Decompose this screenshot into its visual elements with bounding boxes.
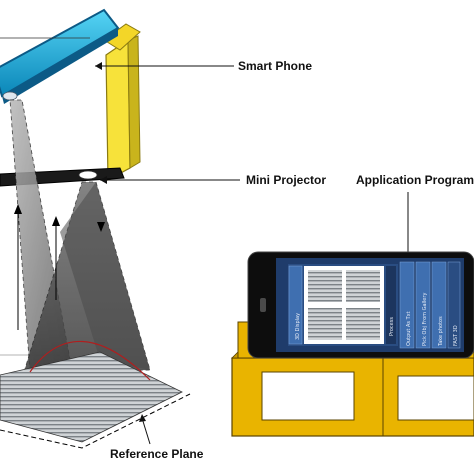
app-button-label: FAST 3D bbox=[453, 325, 459, 346]
leader-arrow-icon bbox=[100, 176, 107, 184]
app-button[interactable] bbox=[415, 261, 431, 349]
leader-arrow-icon bbox=[139, 414, 146, 422]
camera-lens-icon bbox=[2, 91, 18, 101]
reference-plane-label: Reference Plane bbox=[110, 447, 204, 461]
app-button-label: 3D Display bbox=[295, 313, 301, 340]
process-strip bbox=[386, 266, 396, 344]
fringe-surface bbox=[0, 351, 183, 443]
smartphone-body bbox=[0, 8, 120, 98]
app-button-label: Pick Obj From Gallery bbox=[422, 293, 428, 346]
application-program-label: Application Program bbox=[356, 173, 474, 187]
stand-window-right bbox=[397, 375, 474, 421]
ray-arrow-down-icon bbox=[97, 222, 105, 232]
bracket-top bbox=[103, 23, 141, 51]
fringe-thumbnail bbox=[308, 270, 342, 302]
mini-projector-label: Mini Projector bbox=[246, 173, 327, 187]
reference-plane-leader bbox=[141, 417, 151, 445]
app-button-label: Take photos bbox=[438, 316, 444, 347]
smart-phone-label: Smart Phone bbox=[238, 59, 313, 73]
object-profile bbox=[29, 340, 151, 381]
fringe-thumbnail bbox=[308, 308, 342, 340]
phone-home-icon bbox=[260, 298, 266, 312]
smartphone-edge bbox=[2, 28, 118, 104]
leader-arrow-icon bbox=[95, 62, 102, 70]
app-button-label: Output As Txt bbox=[406, 311, 412, 346]
app-button[interactable] bbox=[288, 265, 303, 345]
bracket-upright bbox=[105, 38, 131, 182]
stand-window-left bbox=[261, 371, 355, 421]
fringe-thumbnail bbox=[346, 308, 380, 340]
app-button[interactable] bbox=[447, 261, 461, 349]
app-process-label: Process bbox=[389, 317, 395, 336]
beam-shadow bbox=[60, 182, 150, 370]
bracket-side bbox=[127, 35, 141, 169]
ray-arrow-up-icon bbox=[14, 204, 22, 214]
app-button[interactable] bbox=[399, 261, 415, 349]
projector-lens-icon bbox=[78, 170, 98, 180]
reference-plane-outline bbox=[0, 393, 191, 449]
fringe-thumbnail bbox=[346, 270, 380, 302]
ray-arrow-up-icon bbox=[52, 216, 60, 226]
app-button[interactable] bbox=[431, 261, 447, 349]
